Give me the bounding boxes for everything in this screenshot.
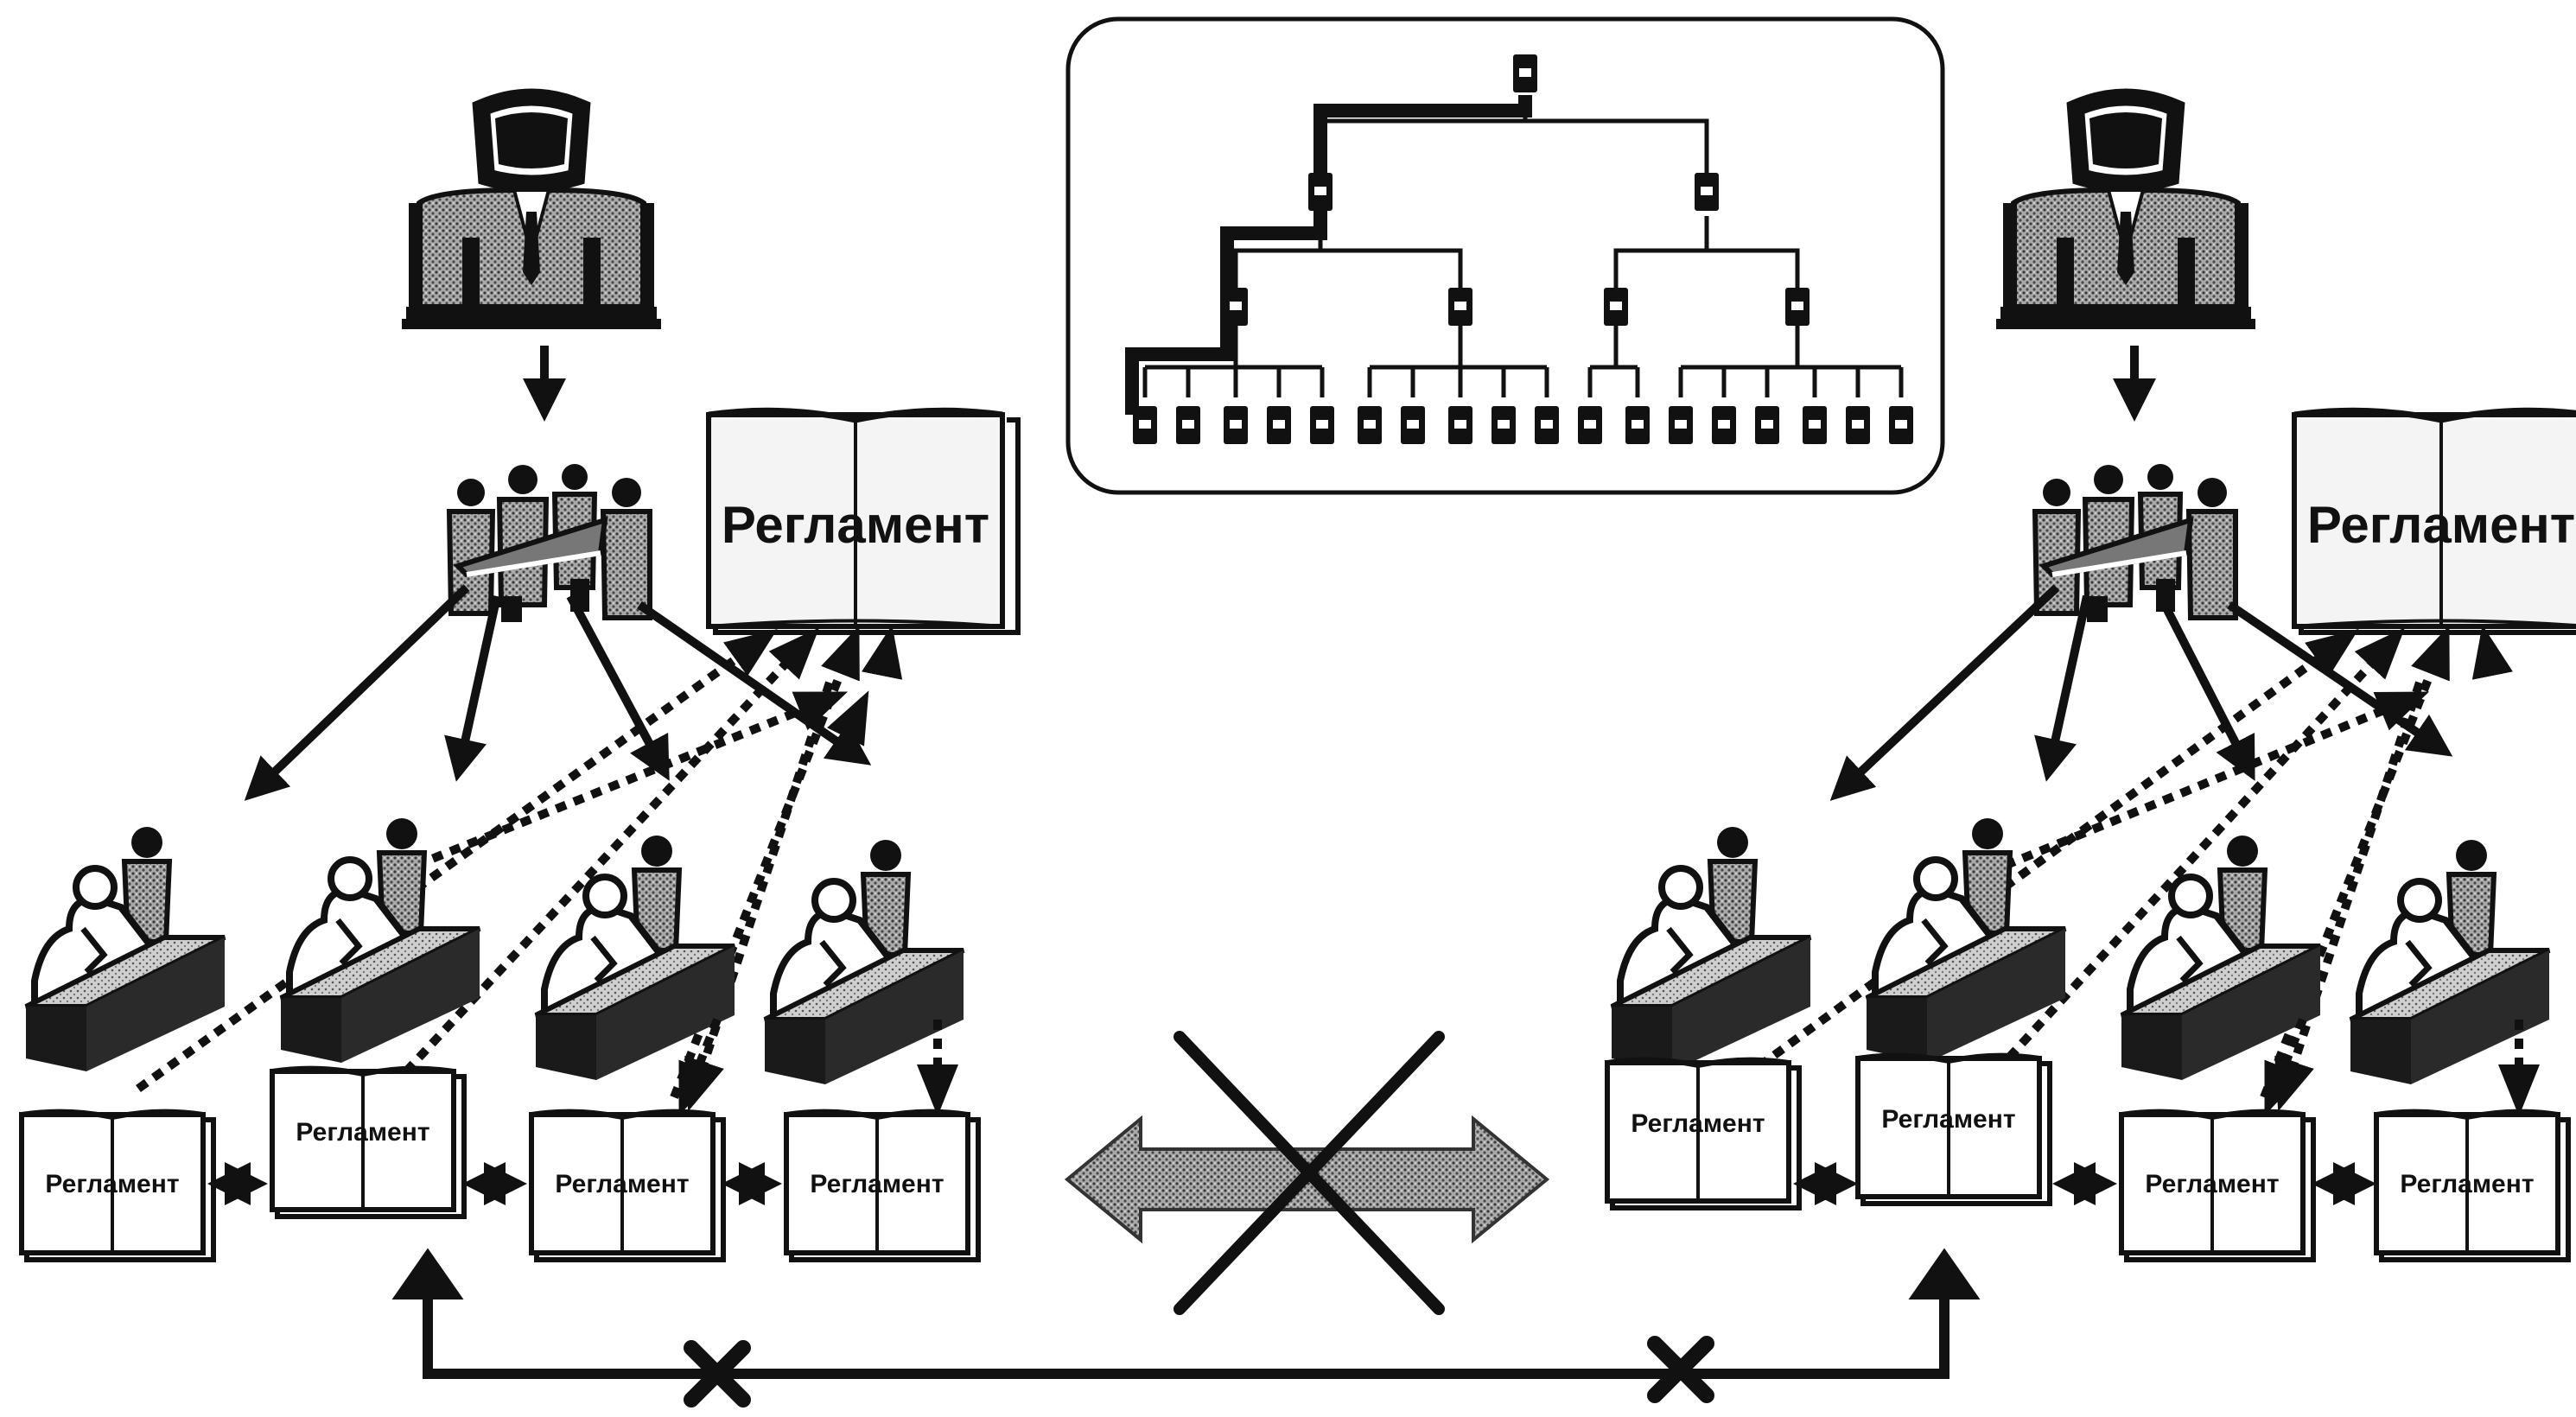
small-book-label: Регламент: [810, 1170, 944, 1198]
director-icon: [402, 98, 661, 330]
regulation-book-icon: Регламент: [2121, 1112, 2313, 1260]
org-chart-panel: [1068, 19, 1943, 492]
regulation-book-icon: Регламент: [786, 1112, 978, 1260]
regulation-book-icon: Регламент: [22, 1112, 213, 1260]
employee-at-desk-icon: [1612, 827, 1810, 1071]
management-group-icon: [2035, 464, 2236, 622]
big-book-label: Регламент: [2307, 496, 2575, 554]
small-book-label: Регламент: [296, 1118, 429, 1147]
management-group-icon: [449, 464, 650, 622]
small-book-label: Регламент: [45, 1170, 179, 1198]
regulation-book-icon: Регламент: [709, 410, 1018, 632]
director-icon: [1996, 98, 2255, 330]
left-organisation: Регламент: [22, 98, 1018, 1261]
small-book-label: Регламент: [2400, 1170, 2534, 1198]
regulation-book-icon: Регламент: [2376, 1112, 2568, 1260]
big-book-label: Регламент: [722, 496, 989, 554]
bottom-connector: [402, 1257, 1970, 1374]
small-book-label: Регламент: [555, 1170, 689, 1198]
regulation-book-icon: Регламент: [1607, 1060, 1799, 1208]
regulation-book-icon: Регламент: [2294, 410, 2576, 632]
employee-at-desk-icon: [26, 827, 225, 1071]
small-book-label: Регламент: [2145, 1170, 2279, 1198]
regulation-book-icon: Регламент: [1858, 1056, 2050, 1204]
small-book-label: Регламент: [1881, 1105, 2015, 1134]
small-book-label: Регламент: [1631, 1109, 1765, 1138]
regulation-book-icon: Регламент: [272, 1069, 464, 1217]
regulation-book-icon: Регламент: [531, 1112, 723, 1260]
